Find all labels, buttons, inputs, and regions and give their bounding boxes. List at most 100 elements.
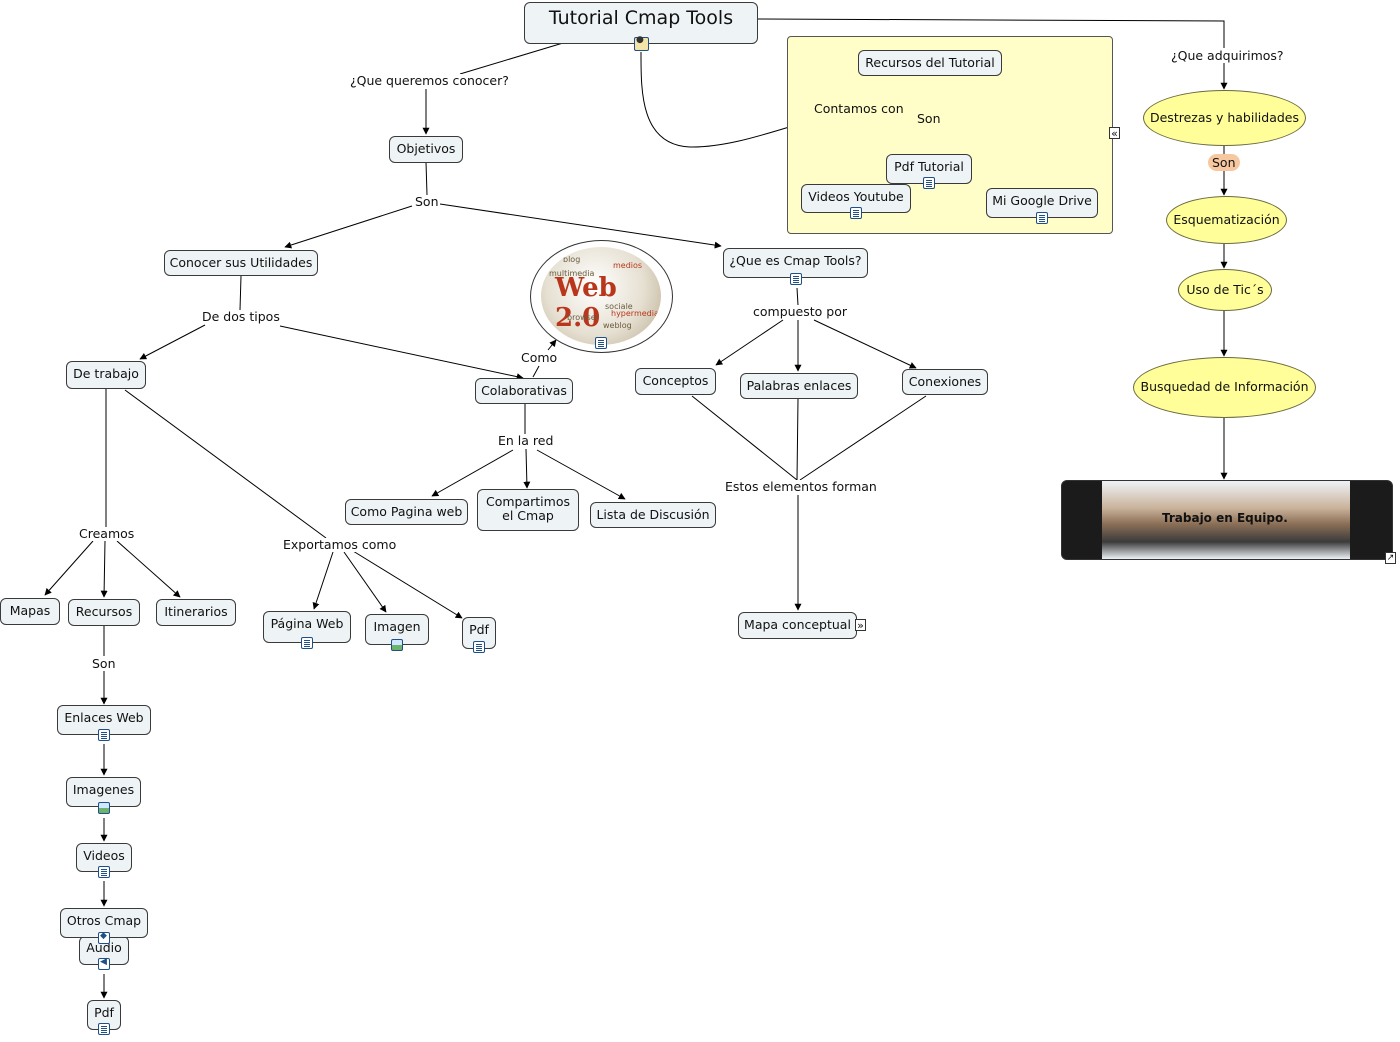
node-recursos[interactable]: Recursos	[68, 599, 140, 626]
edge-enlared-lista	[536, 449, 626, 500]
edge-creamos-recursos	[100, 540, 108, 598]
node-lista-discusion[interactable]: Lista de Discusión	[590, 502, 716, 528]
node-palabras-enlaces[interactable]: Palabras enlaces	[740, 373, 858, 399]
edge-objetivos-son	[425, 161, 428, 196]
link-de-dos-tipos: De dos tipos	[201, 309, 281, 324]
link-en-la-red: En la red	[497, 433, 555, 448]
document-icon[interactable]	[595, 337, 607, 349]
document-icon[interactable]	[473, 641, 485, 653]
hands-photo	[1102, 481, 1350, 559]
node-pdf-bottom-label: Pdf	[94, 1005, 114, 1020]
node-pagina-web[interactable]: Página Web	[263, 611, 351, 643]
node-busqueda[interactable]: Busquedad de Información	[1133, 357, 1316, 418]
link-estos-elementos: Estos elementos forman	[724, 479, 878, 494]
node-paginaweb-label: Página Web	[270, 616, 344, 631]
node-compartimos-line1: Compartimos	[486, 494, 570, 509]
trabajo-equipo-image-node[interactable]: Trabajo en Equipo.	[1061, 480, 1393, 560]
node-de-trabajo[interactable]: De trabajo	[66, 361, 146, 389]
node-pdftutorial-label: Pdf Tutorial	[894, 159, 964, 174]
node-mapa-label: Mapa conceptual	[744, 617, 851, 632]
web20-word-3: medios	[613, 261, 643, 270]
document-icon[interactable]	[923, 177, 935, 189]
web20-word-5: weblog	[603, 321, 632, 330]
edge-exportamos-pdf	[352, 550, 463, 619]
node-mi-google-drive[interactable]: Mi Google Drive	[986, 188, 1098, 218]
cmap-icon[interactable]	[98, 931, 110, 944]
node-conocer-utilidades[interactable]: Conocer sus Utilidades	[164, 250, 318, 276]
web20-word-7: sociale	[605, 302, 633, 311]
document-icon[interactable]	[850, 207, 862, 219]
web20-title: Web 2.0	[555, 273, 617, 333]
expand-forward-icon[interactable]: »	[855, 619, 866, 631]
document-icon[interactable]	[301, 637, 313, 649]
edge-creamos-mapas	[44, 540, 94, 596]
edge-exportamos-paginaweb	[312, 551, 334, 610]
node-videos-label: Videos	[83, 848, 125, 863]
title-text: Tutorial Cmap Tools	[548, 7, 734, 29]
document-icon[interactable]	[98, 1023, 110, 1035]
node-recursostutorial-label: Recursos del Tutorial	[865, 55, 995, 70]
edge-creamos-itinerarios	[116, 540, 181, 598]
node-colaborativas[interactable]: Colaborativas	[475, 378, 573, 404]
audio-icon[interactable]	[98, 957, 110, 970]
node-conocer-label: Conocer sus Utilidades	[169, 255, 313, 270]
link-como: Como	[520, 350, 559, 365]
node-recursos-tutorial[interactable]: Recursos del Tutorial	[858, 50, 1002, 76]
link-compuesto-por: compuesto por	[752, 304, 849, 319]
web20-globe: blog multimedia medios Web 2.0 hypermedi…	[541, 247, 661, 345]
node-itinerarios[interactable]: Itinerarios	[156, 599, 236, 626]
node-destrezas-label: Destrezas y habilidades	[1149, 109, 1300, 125]
edge-enlared-compartimos	[523, 448, 531, 489]
node-usotics-label: Uso de Tic´s	[1186, 281, 1264, 297]
edge-title-queadquirimos	[757, 18, 1225, 48]
edge-detrabajo-exportamos	[124, 389, 327, 539]
edge-dedostipos-colaborativas	[279, 325, 524, 381]
node-mapa-conceptual[interactable]: Mapa conceptual	[738, 612, 857, 639]
node-enlaces-label: Enlaces Web	[64, 710, 144, 725]
node-conexiones[interactable]: Conexiones	[902, 369, 988, 395]
link-son-objetivos: Son	[414, 194, 440, 209]
document-icon[interactable]	[98, 729, 110, 741]
link-son-recursos: Son	[91, 656, 117, 671]
node-esquematizacion[interactable]: Esquematización	[1166, 196, 1287, 244]
edge-enlared-comopagina	[431, 449, 514, 497]
node-mapas[interactable]: Mapas	[0, 598, 60, 625]
node-que-es-cmap[interactable]: ¿Que es Cmap Tools?	[723, 248, 868, 278]
node-conceptos[interactable]: Conceptos	[635, 368, 716, 395]
edge-exportamos-imagen	[343, 551, 387, 613]
web20-word-6: browser	[567, 313, 600, 322]
document-icon[interactable]	[1036, 212, 1048, 224]
collapse-back-icon[interactable]: «	[1109, 127, 1120, 139]
image-icon[interactable]	[391, 639, 403, 651]
node-lista-label: Lista de Discusión	[596, 507, 710, 522]
edge-son-quees	[439, 203, 722, 249]
node-recursos-label: Recursos	[75, 604, 133, 619]
node-imagen-label: Imagen	[373, 619, 421, 634]
node-imagenes-label: Imagenes	[72, 782, 135, 797]
node-conexiones-label: Conexiones	[908, 374, 982, 389]
edge-conceptos-estos	[691, 395, 798, 481]
document-icon[interactable]	[98, 866, 110, 878]
link-que-adquirimos: ¿Que adquirimos?	[1170, 48, 1285, 63]
node-videosyoutube-label: Videos Youtube	[808, 189, 904, 204]
link-son-destrezas: Son	[1208, 154, 1240, 171]
node-colab-label: Colaborativas	[481, 383, 567, 398]
image-icon[interactable]	[98, 802, 110, 814]
edge-conexiones-estos	[799, 395, 927, 481]
node-como-pagina-web[interactable]: Como Pagina web	[345, 499, 468, 525]
node-audio[interactable]: Audio	[79, 936, 129, 965]
external-link-icon[interactable]: ↗	[1385, 552, 1396, 564]
node-uso-tics[interactable]: Uso de Tic´s	[1178, 269, 1272, 311]
document-icon[interactable]	[790, 273, 802, 285]
trabajo-equipo-caption: Trabajo en Equipo.	[1162, 511, 1288, 525]
web20-image-node[interactable]: blog multimedia medios Web 2.0 hypermedi…	[530, 240, 673, 353]
resource-multi-icon[interactable]	[634, 35, 649, 51]
node-objetivos[interactable]: Objetivos	[389, 136, 463, 163]
edge-quees-compuesto	[796, 287, 799, 306]
node-destrezas[interactable]: Destrezas y habilidades	[1143, 90, 1306, 146]
node-compartimos[interactable]: Compartimos el Cmap	[477, 489, 579, 531]
link-contamos-con: Contamos con	[813, 101, 905, 116]
link-creamos: Creamos	[78, 526, 136, 541]
edge-dedostipos-detrabajo	[139, 324, 206, 360]
web20-word-4: hypermedia	[611, 309, 659, 318]
